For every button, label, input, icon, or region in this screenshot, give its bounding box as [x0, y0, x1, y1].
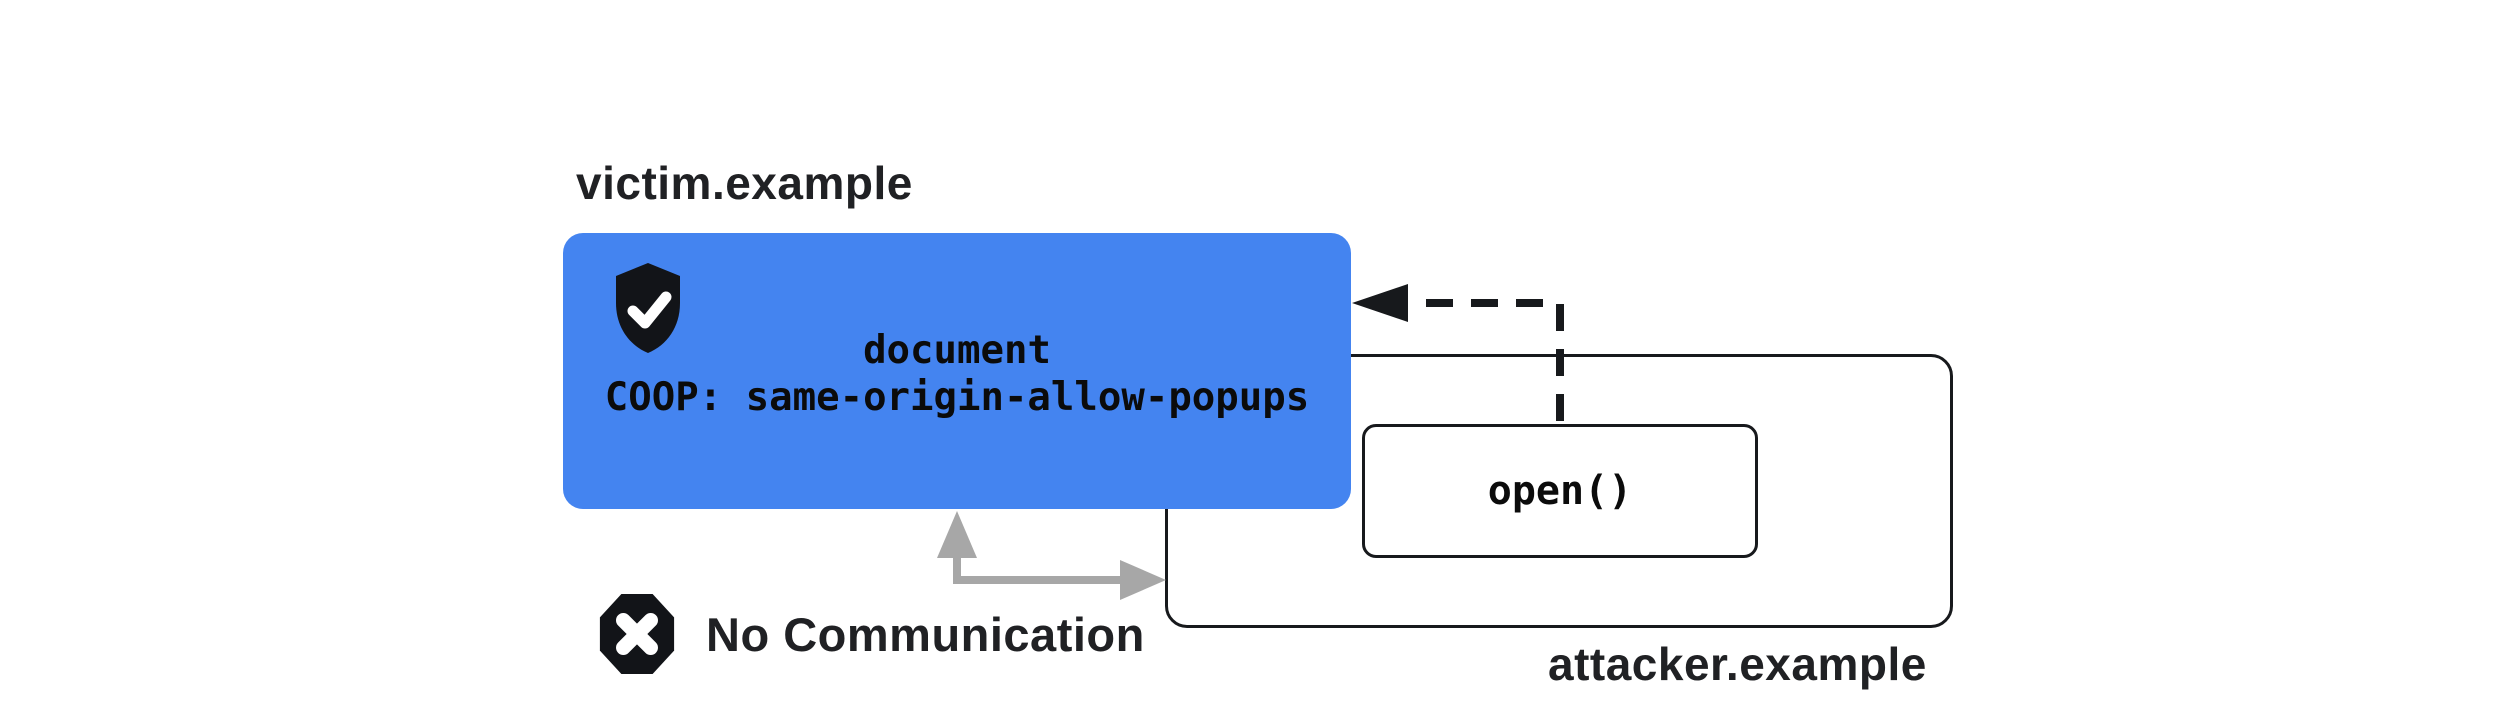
shield-check-icon	[616, 263, 680, 353]
victim-coop-header-line: COOP: same-origin-allow-popups	[604, 375, 1310, 420]
victim-document-line1: document	[863, 328, 1051, 373]
no-communication-arrow	[937, 511, 1166, 600]
victim-document-box: document COOP: same-origin-allow-popups	[563, 233, 1351, 509]
open-call-label: open()	[1487, 468, 1633, 514]
attacker-domain-label: attacker.example	[1548, 638, 1927, 690]
victim-document-text: document COOP: same-origin-allow-popups	[563, 327, 1351, 421]
no-communication-label: No Communication	[706, 607, 1145, 661]
victim-domain-label: victim.example	[576, 157, 913, 209]
open-call-box: open()	[1362, 424, 1758, 558]
no-communication-status: No Communication	[596, 590, 1145, 678]
octagon-x-icon	[599, 593, 675, 675]
